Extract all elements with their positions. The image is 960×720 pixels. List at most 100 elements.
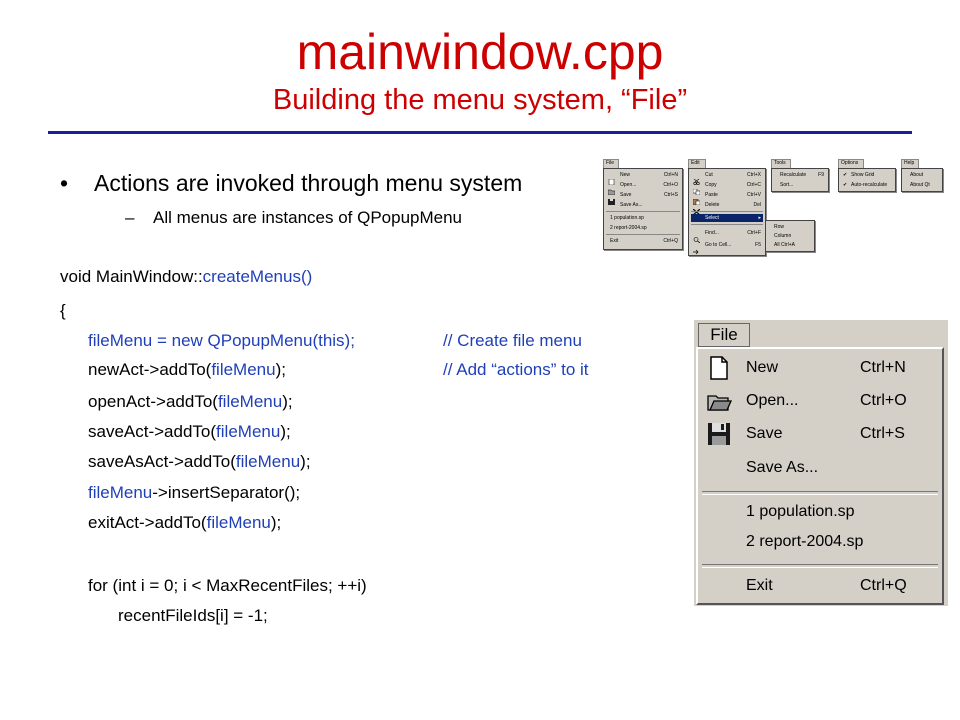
code-identifier: fileMenu	[217, 392, 283, 411]
menu-title-text: File	[606, 160, 615, 166]
find-icon	[693, 230, 701, 244]
small-file-item-recent-2[interactable]: 2 report-2004.sp	[606, 224, 680, 232]
sub-bullet-marker: –	[125, 208, 135, 227]
item-label: 1 population.sp	[610, 215, 644, 221]
submenu-item-row[interactable]: Row	[768, 223, 812, 231]
small-file-item-save-as[interactable]: Save As...	[606, 201, 680, 209]
item-label: Open...	[620, 182, 637, 188]
menu-title-text: Options	[841, 160, 859, 166]
small-help-item-about-qt[interactable]: About Qt	[904, 181, 940, 189]
item-shortcut: Ctrl+Q	[860, 577, 907, 594]
menu-separator	[702, 564, 938, 568]
small-options-item-show-grid[interactable]: ✔Show Grid	[841, 171, 893, 179]
bullet-text: Actions are invoked through menu system	[94, 170, 523, 196]
menu-separator	[691, 211, 763, 212]
file-item-recent-2[interactable]: 2 report-2004.sp	[698, 527, 942, 557]
item-label: Auto-recalculate	[851, 182, 888, 188]
file-item-open[interactable]: Open... Ctrl+O	[698, 386, 942, 416]
item-shortcut: Ctrl+V	[746, 192, 761, 198]
item-shortcut: Ctrl+F	[747, 230, 761, 236]
file-item-save-as[interactable]: Save As...	[698, 453, 942, 483]
code-comment: // Create file menu	[443, 331, 582, 350]
copy-icon	[692, 182, 701, 196]
file-item-exit[interactable]: Exit Ctrl+Q	[698, 571, 942, 601]
code-text: ->insertSeparator();	[152, 483, 301, 502]
item-label: New	[746, 359, 779, 376]
code-text: {	[60, 301, 66, 320]
code-line-2: {	[60, 300, 66, 322]
item-shortcut: Ctrl+O	[860, 392, 907, 409]
small-edit-item-find[interactable]: Find...Ctrl+F	[691, 229, 763, 244]
save-icon	[608, 192, 615, 205]
item-label: 2 report-2004.sp	[746, 533, 864, 550]
item-shortcut: Ctrl+S	[663, 192, 678, 198]
code-text: );	[300, 452, 311, 471]
small-help-menu: About About Qt	[901, 168, 943, 192]
small-file-item-save[interactable]: Save Ctrl+S	[606, 191, 680, 205]
file-item-recent-1[interactable]: 1 population.sp	[698, 497, 942, 527]
small-help-item-about[interactable]: About	[904, 171, 940, 179]
checkmark-icon: ✔	[843, 182, 848, 188]
item-label: Exit	[610, 238, 619, 244]
code-text: );	[280, 422, 291, 441]
item-label: Save	[620, 192, 632, 198]
item-label: Copy	[705, 182, 717, 188]
submenu-item-column[interactable]: Column	[768, 232, 812, 240]
menu-separator	[606, 234, 680, 235]
item-shortcut: F9	[818, 172, 824, 178]
small-options-item-auto-recalculate[interactable]: ✔Auto-recalculate	[841, 181, 893, 189]
menu-title-text: Tools	[774, 160, 786, 166]
code-comment: // Add “actions” to it	[443, 360, 589, 379]
small-tools-item-sort[interactable]: Sort...	[774, 181, 826, 189]
small-edit-item-goto[interactable]: Go to Cell...F5	[691, 241, 763, 255]
folder-icon	[607, 182, 616, 196]
menu-separator	[691, 224, 763, 225]
code-text: openAct->addTo(	[88, 392, 218, 411]
item-shortcut: Ctrl+S	[860, 425, 905, 442]
item-label: Open...	[746, 392, 799, 409]
item-label: Row	[774, 224, 785, 230]
delete-icon	[692, 202, 701, 216]
code-line-1: void MainWindow::createMenus()	[60, 266, 312, 288]
code-identifier: fileMenu	[206, 513, 271, 532]
menu-separator	[702, 491, 938, 495]
item-label: Save As...	[746, 459, 819, 476]
item-label: About Qt	[910, 182, 930, 188]
small-file-item-recent-1[interactable]: 1 population.sp	[606, 214, 680, 222]
code-function-name: createMenus()	[202, 267, 313, 286]
new-file-icon	[706, 355, 732, 381]
menu-title-text: Help	[904, 160, 915, 166]
title-divider	[48, 131, 912, 134]
goto-icon	[693, 242, 700, 255]
file-menu-title[interactable]: File	[698, 323, 750, 347]
sub-bullet-text: All menus are instances of QPopupMenu	[153, 208, 463, 227]
slide-title: mainwindow.cpp	[296, 24, 664, 80]
small-edit-item-select[interactable]: Select▸	[691, 214, 763, 222]
item-shortcut: Ctrl+N	[663, 172, 678, 178]
submenu-item-all[interactable]: All Ctrl+A	[768, 241, 812, 249]
item-label: Column	[774, 233, 792, 239]
code-text: fileMenu = new QPopupMenu(this);	[88, 331, 355, 350]
scissors-icon	[693, 172, 700, 186]
code-identifier: fileMenu	[211, 360, 276, 379]
file-item-save[interactable]: Save Ctrl+S	[698, 419, 942, 449]
folder-icon	[706, 388, 733, 414]
item-shortcut: Ctrl+O	[663, 182, 678, 188]
slide-subtitle: Building the menu system, “File”	[272, 84, 688, 116]
paste-icon	[692, 192, 701, 206]
small-file-item-open[interactable]: Open... Ctrl+O	[606, 181, 680, 196]
menu-title-text: Edit	[691, 160, 700, 166]
file-item-new[interactable]: New Ctrl+N	[698, 353, 942, 383]
item-label: All Ctrl+A	[774, 242, 795, 248]
small-select-submenu: Row Column All Ctrl+A	[765, 220, 815, 252]
